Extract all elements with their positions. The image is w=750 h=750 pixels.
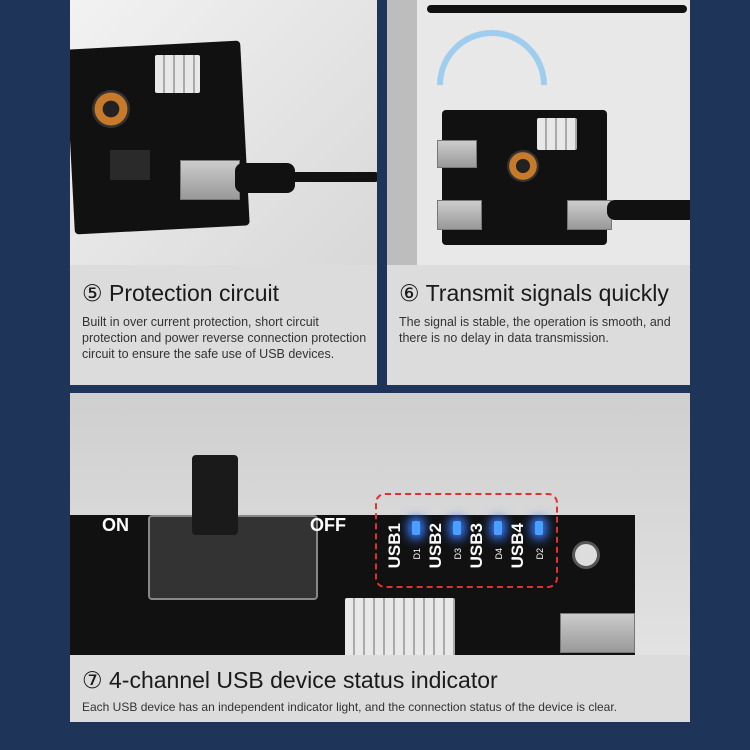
feature-description: Each USB device has an independent indic… xyxy=(82,700,618,714)
highlight-box xyxy=(375,493,558,588)
on-label: ON xyxy=(102,515,129,535)
feature-panel-transmit: ⑥ Transmit signals quickly The signal is… xyxy=(387,0,690,385)
d1-label: D1 xyxy=(412,548,422,560)
usb1-label: USB1 xyxy=(385,523,404,569)
usb-port xyxy=(180,160,240,200)
cable xyxy=(290,172,377,182)
usb-cable xyxy=(235,163,295,193)
usb3-label: USB3 xyxy=(467,523,486,569)
usb-port xyxy=(437,140,477,168)
product-photo-led-closeup: ON OFF USB1 USB2 USB3 USB4 D1 D3 D4 D2 xyxy=(70,393,690,655)
chip xyxy=(110,150,150,180)
heatsink xyxy=(345,598,455,655)
usb2-label: USB2 xyxy=(426,523,445,569)
heatsink xyxy=(537,118,577,150)
feature-title: ⑤ Protection circuit xyxy=(82,280,280,306)
micro-usb-port xyxy=(560,613,635,653)
led-usb1 xyxy=(412,521,420,535)
led-usb2 xyxy=(453,521,461,535)
usb4-label: USB4 xyxy=(508,523,527,569)
inductor-coil xyxy=(507,150,539,182)
feature-description: Built in over current protection, short … xyxy=(82,315,367,361)
led-usb3 xyxy=(494,521,502,535)
mounting-hole xyxy=(572,541,600,569)
d3-label: D3 xyxy=(453,548,463,560)
off-label: OFF xyxy=(310,515,346,535)
inductor-coil xyxy=(92,90,130,128)
feature-panel-indicator: ON OFF USB1 USB2 USB3 USB4 D1 D3 D4 D2 ⑦… xyxy=(70,393,690,722)
feature-panel-protection: ⑤ Protection circuit Built in over curre… xyxy=(70,0,377,385)
feature-title: ⑥ Transmit signals quickly xyxy=(399,280,669,306)
cable xyxy=(427,5,687,13)
product-photo-laptop-hub xyxy=(387,0,690,265)
d4-label: D4 xyxy=(494,548,504,560)
product-photo-board-with-cable xyxy=(70,0,377,265)
usb-port xyxy=(437,200,482,230)
feature-description: The signal is stable, the operation is s… xyxy=(399,315,671,345)
led-usb4 xyxy=(535,521,543,535)
usb-cable xyxy=(607,200,690,220)
heatsink xyxy=(155,55,200,93)
d2-label: D2 xyxy=(535,548,545,560)
feature-title: ⑦ 4-channel USB device status indicator xyxy=(82,667,498,693)
switch-knob xyxy=(192,455,238,535)
usb-port xyxy=(567,200,612,230)
on-off-switch xyxy=(148,515,318,600)
